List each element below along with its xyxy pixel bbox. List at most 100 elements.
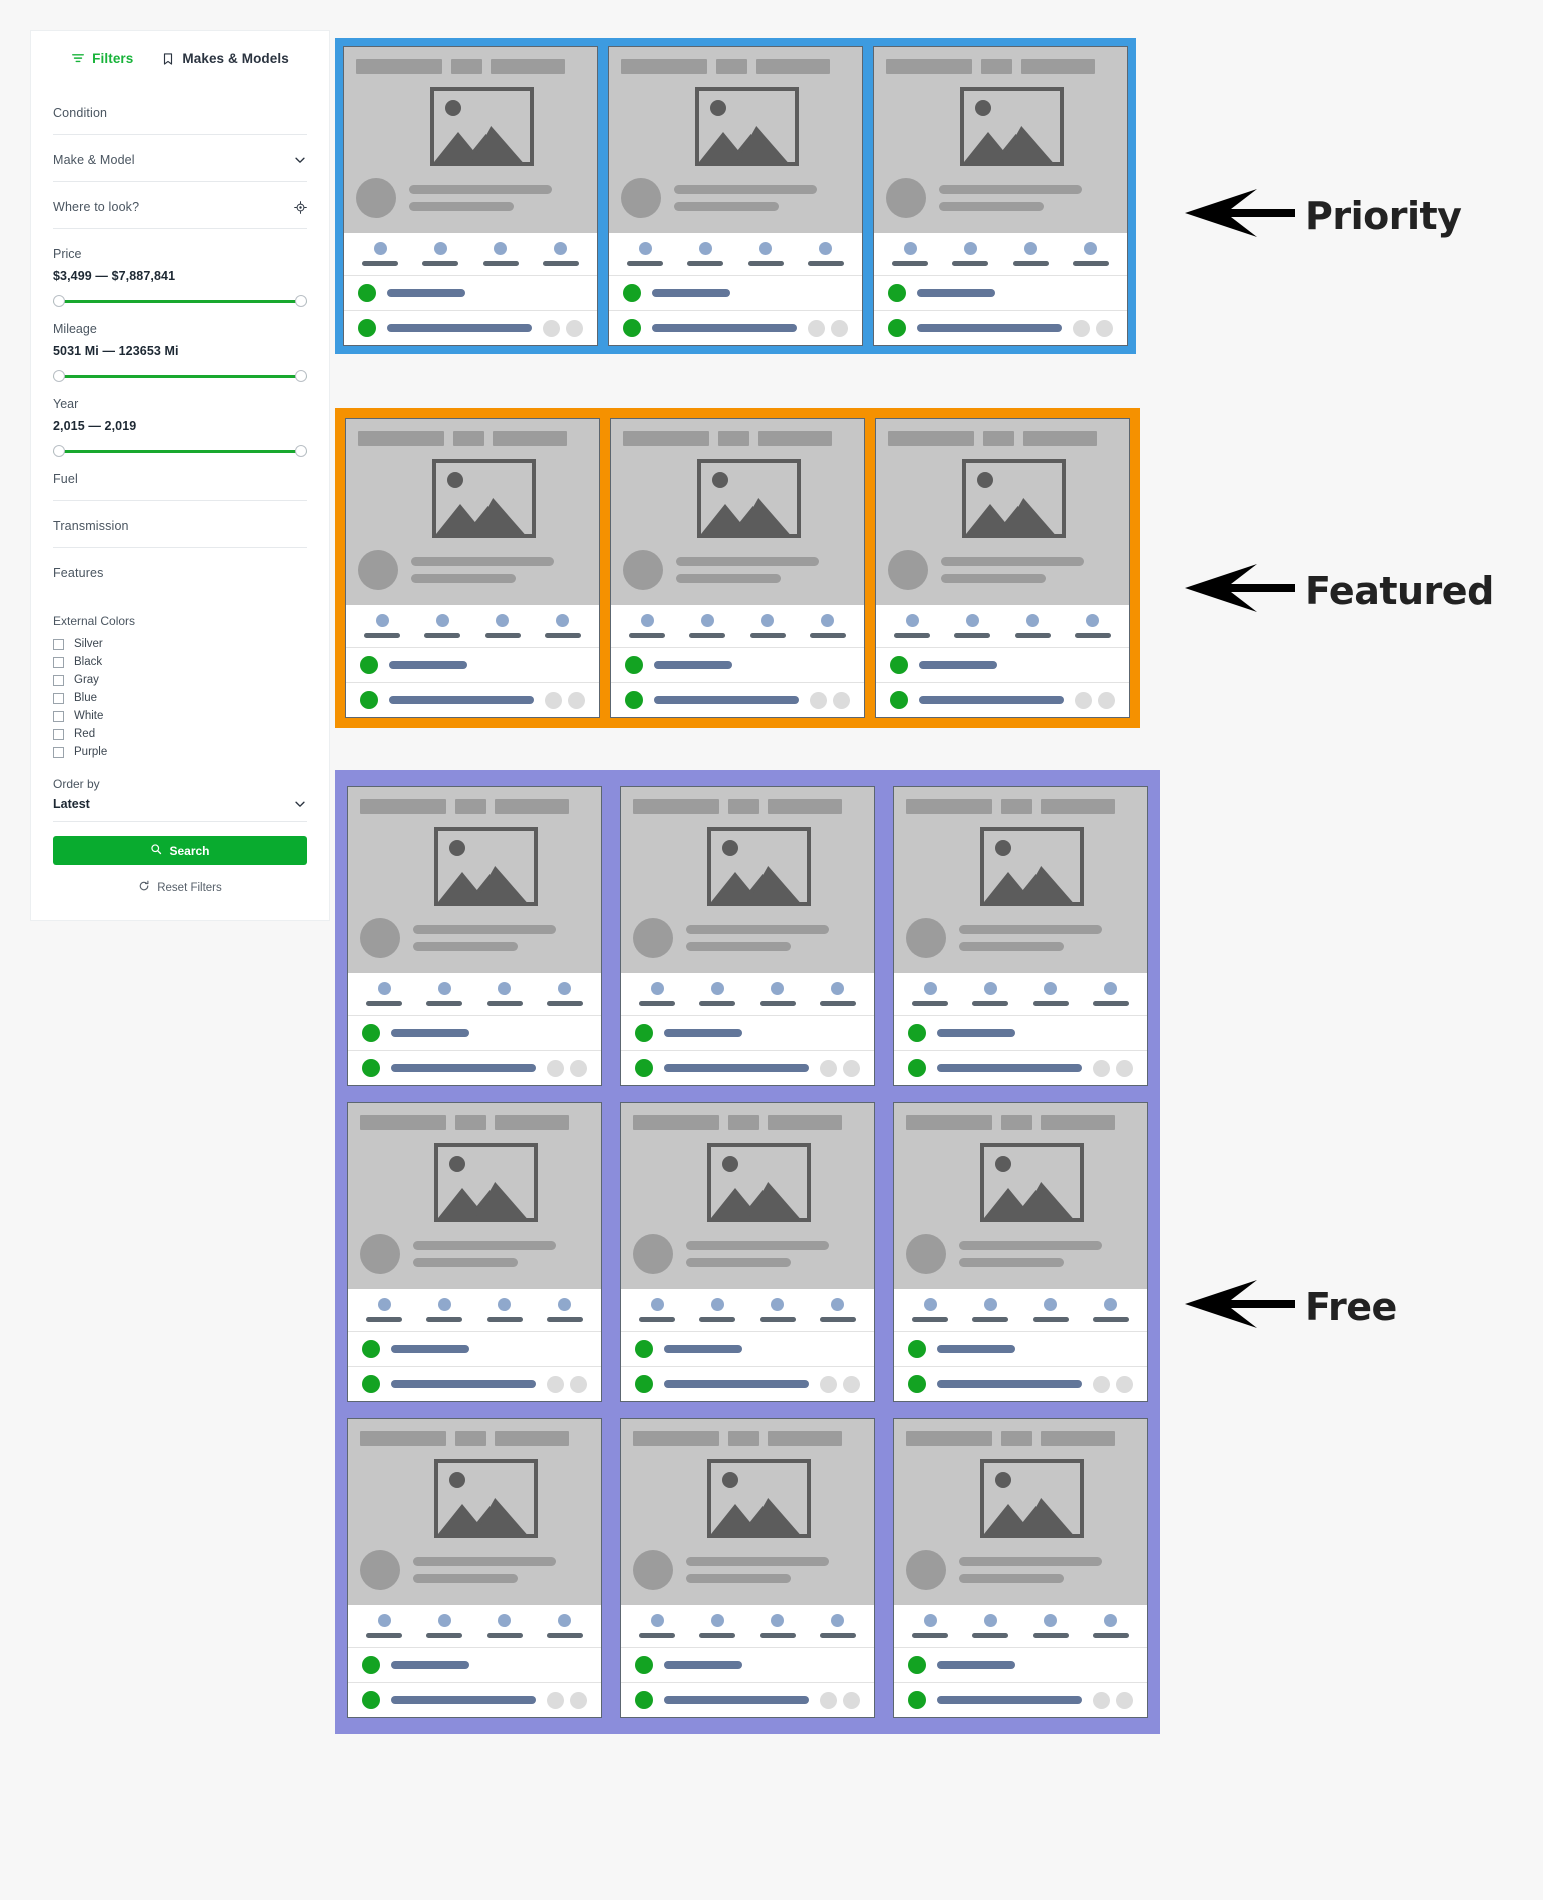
listing-card[interactable] bbox=[347, 786, 602, 1086]
card-spec[interactable] bbox=[683, 242, 727, 266]
card-action-icon[interactable] bbox=[820, 1059, 837, 1077]
card-spec[interactable] bbox=[756, 982, 800, 1006]
card-action-icon[interactable] bbox=[570, 1375, 587, 1393]
checkbox[interactable] bbox=[53, 710, 64, 722]
card-spec[interactable] bbox=[543, 1298, 587, 1322]
card-spec[interactable] bbox=[1089, 1614, 1133, 1638]
color-option-silver[interactable]: Silver bbox=[53, 635, 307, 653]
card-action-icon[interactable] bbox=[1116, 1691, 1133, 1709]
card-spec[interactable] bbox=[744, 242, 788, 266]
tab-makes-models[interactable]: Makes & Models bbox=[161, 51, 289, 66]
card-action-icon[interactable] bbox=[831, 319, 848, 337]
filter-group-fuel[interactable]: Fuel bbox=[53, 458, 307, 501]
slider-knob-max[interactable] bbox=[295, 445, 307, 457]
card-spec[interactable] bbox=[483, 982, 527, 1006]
card-spec[interactable] bbox=[1029, 1614, 1073, 1638]
card-action-icon[interactable] bbox=[1075, 691, 1092, 709]
checkbox[interactable] bbox=[53, 656, 64, 668]
filter-group-features[interactable]: Features bbox=[53, 552, 307, 594]
filter-group-condition[interactable]: Condition bbox=[53, 92, 307, 135]
listing-card[interactable] bbox=[347, 1102, 602, 1402]
color-option-white[interactable]: White bbox=[53, 707, 307, 725]
card-spec[interactable] bbox=[695, 1298, 739, 1322]
card-spec[interactable] bbox=[908, 982, 952, 1006]
card-spec[interactable] bbox=[362, 1614, 406, 1638]
listing-card[interactable] bbox=[893, 786, 1148, 1086]
card-spec[interactable] bbox=[481, 614, 525, 638]
card-action-icon[interactable] bbox=[568, 691, 585, 709]
color-option-red[interactable]: Red bbox=[53, 725, 307, 743]
card-action-icon[interactable] bbox=[1098, 691, 1115, 709]
card-spec[interactable] bbox=[420, 614, 464, 638]
card-spec[interactable] bbox=[1071, 614, 1115, 638]
card-action-icon[interactable] bbox=[843, 1059, 860, 1077]
listing-card[interactable] bbox=[343, 46, 598, 346]
listing-card[interactable] bbox=[620, 1418, 875, 1718]
card-spec[interactable] bbox=[816, 1298, 860, 1322]
card-action-icon[interactable] bbox=[545, 691, 562, 709]
card-spec[interactable] bbox=[483, 1614, 527, 1638]
color-option-black[interactable]: Black bbox=[53, 653, 307, 671]
card-spec[interactable] bbox=[968, 982, 1012, 1006]
card-action-icon[interactable] bbox=[566, 319, 583, 337]
card-spec[interactable] bbox=[806, 614, 850, 638]
card-spec[interactable] bbox=[908, 1614, 952, 1638]
order-by-select[interactable]: Latest bbox=[53, 797, 307, 821]
chevron-down-icon[interactable] bbox=[293, 153, 307, 167]
card-spec[interactable] bbox=[968, 1298, 1012, 1322]
listing-card[interactable] bbox=[893, 1102, 1148, 1402]
card-spec[interactable] bbox=[360, 614, 404, 638]
slider-knob-max[interactable] bbox=[295, 370, 307, 382]
card-spec[interactable] bbox=[625, 614, 669, 638]
listing-card[interactable] bbox=[608, 46, 863, 346]
card-spec[interactable] bbox=[541, 614, 585, 638]
card-spec[interactable] bbox=[695, 1614, 739, 1638]
color-option-gray[interactable]: Gray bbox=[53, 671, 307, 689]
card-spec[interactable] bbox=[756, 1614, 800, 1638]
card-spec[interactable] bbox=[362, 1298, 406, 1322]
card-spec[interactable] bbox=[804, 242, 848, 266]
card-action-icon[interactable] bbox=[570, 1691, 587, 1709]
card-spec[interactable] bbox=[756, 1298, 800, 1322]
card-spec[interactable] bbox=[816, 1614, 860, 1638]
filter-group-transmission[interactable]: Transmission bbox=[53, 505, 307, 548]
card-spec[interactable] bbox=[685, 614, 729, 638]
color-option-blue[interactable]: Blue bbox=[53, 689, 307, 707]
checkbox[interactable] bbox=[53, 638, 64, 650]
card-action-icon[interactable] bbox=[1116, 1375, 1133, 1393]
card-action-icon[interactable] bbox=[1116, 1059, 1133, 1077]
card-action-icon[interactable] bbox=[543, 319, 560, 337]
card-action-icon[interactable] bbox=[547, 1375, 564, 1393]
target-icon[interactable] bbox=[294, 200, 307, 214]
chevron-down-icon[interactable] bbox=[293, 797, 307, 811]
card-spec[interactable] bbox=[479, 242, 523, 266]
card-action-icon[interactable] bbox=[1093, 1375, 1110, 1393]
card-action-icon[interactable] bbox=[1093, 1059, 1110, 1077]
checkbox[interactable] bbox=[53, 746, 64, 758]
slider-knob-min[interactable] bbox=[53, 295, 65, 307]
year-slider[interactable] bbox=[53, 444, 307, 458]
card-spec[interactable] bbox=[1089, 982, 1133, 1006]
checkbox[interactable] bbox=[53, 728, 64, 740]
card-spec[interactable] bbox=[948, 242, 992, 266]
card-action-icon[interactable] bbox=[1096, 319, 1113, 337]
card-action-icon[interactable] bbox=[833, 691, 850, 709]
card-spec[interactable] bbox=[623, 242, 667, 266]
card-spec[interactable] bbox=[483, 1298, 527, 1322]
card-spec[interactable] bbox=[1029, 982, 1073, 1006]
listing-card[interactable] bbox=[893, 1418, 1148, 1718]
card-spec[interactable] bbox=[539, 242, 583, 266]
mileage-slider[interactable] bbox=[53, 369, 307, 383]
card-spec[interactable] bbox=[950, 614, 994, 638]
card-spec[interactable] bbox=[358, 242, 402, 266]
card-spec[interactable] bbox=[635, 1614, 679, 1638]
card-action-icon[interactable] bbox=[570, 1059, 587, 1077]
card-spec[interactable] bbox=[422, 1298, 466, 1322]
card-action-icon[interactable] bbox=[1093, 1691, 1110, 1709]
card-spec[interactable] bbox=[816, 982, 860, 1006]
tab-filters[interactable]: Filters bbox=[71, 51, 133, 66]
search-button[interactable]: Search bbox=[53, 836, 307, 865]
listing-card[interactable] bbox=[620, 1102, 875, 1402]
slider-knob-max[interactable] bbox=[295, 295, 307, 307]
card-spec[interactable] bbox=[746, 614, 790, 638]
